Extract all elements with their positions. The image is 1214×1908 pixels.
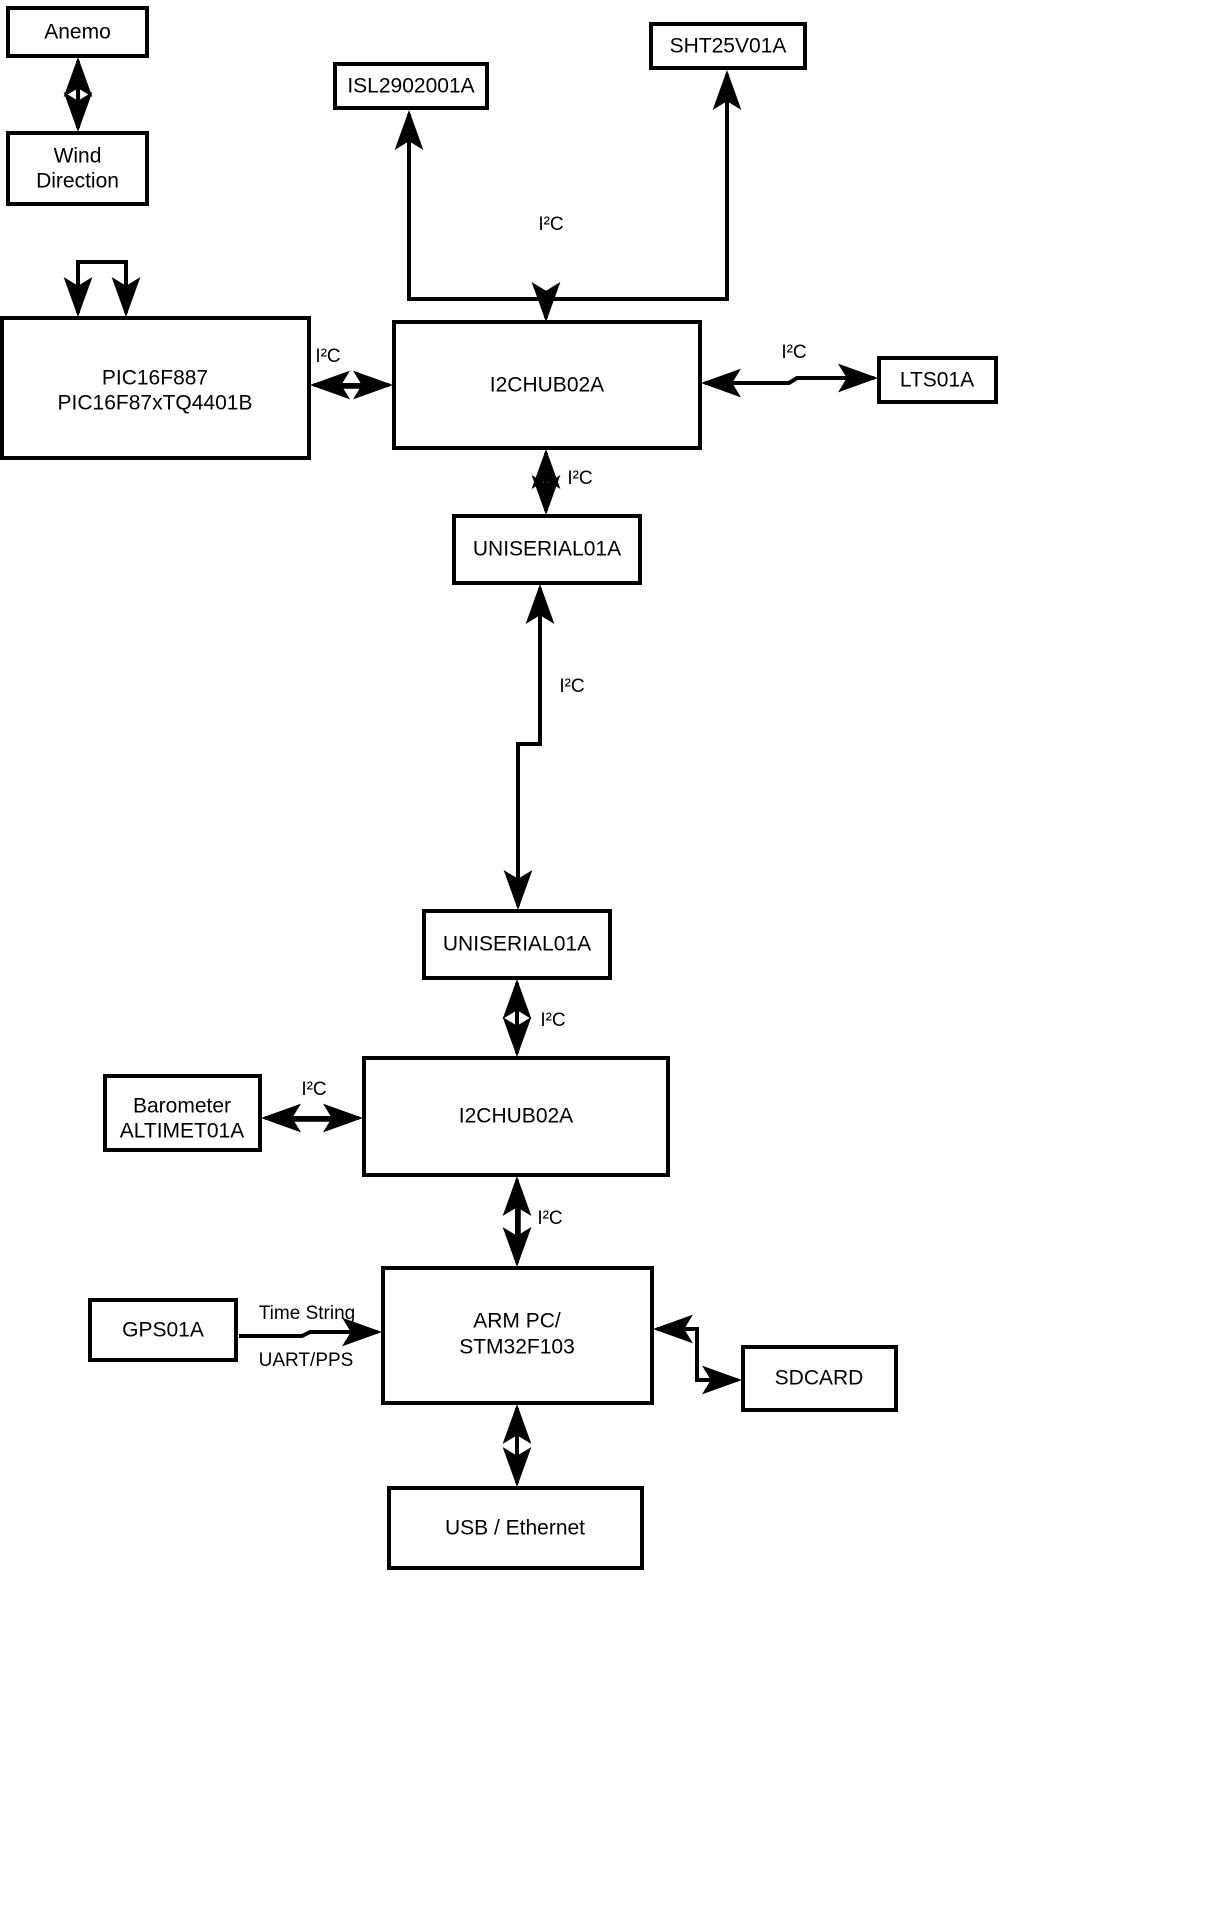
edge-label-i2c-hub-arm: I²C bbox=[537, 1208, 562, 1229]
node-sdcard[interactable]: SDCARD bbox=[741, 1345, 898, 1412]
node-i2chub02a-top-label: I2CHUB02A bbox=[490, 374, 604, 397]
edge-label-i2c-uniserial-hub: I²C bbox=[540, 1010, 565, 1031]
node-anemo-label: Anemo bbox=[44, 21, 111, 44]
edge-uniserial-uniserial bbox=[503, 584, 555, 910]
edge-label-uart-pps: UART/PPS bbox=[259, 1350, 354, 1371]
node-i2chub02a-top[interactable]: I2CHUB02A bbox=[392, 320, 702, 450]
node-wind-direction-label-2: Direction bbox=[36, 170, 119, 193]
edge-bus-i2c-top bbox=[394, 70, 742, 322]
node-isl2902001a-label: ISL2902001A bbox=[347, 75, 474, 98]
node-uniserial01a-top-label: UNISERIAL01A bbox=[473, 538, 621, 561]
edge-hub-arm bbox=[502, 1176, 532, 1267]
edge-label-i2c-hub-uniserial: I²C bbox=[567, 468, 592, 489]
node-pic16f887[interactable]: PIC16F887 PIC16F87xTQ4401B bbox=[0, 316, 311, 460]
node-arm-pc[interactable]: ARM PC/ STM32F103 bbox=[381, 1266, 654, 1405]
node-uniserial01a-bottom-label: UNISERIAL01A bbox=[443, 933, 591, 956]
edge-pic-wind bbox=[63, 260, 141, 317]
node-barometer-label-1: Barometer bbox=[133, 1095, 231, 1118]
edge-pic-hub bbox=[310, 370, 393, 400]
node-anemo[interactable]: Anemo bbox=[6, 6, 149, 58]
node-barometer-label-2: ALTIMET01A bbox=[120, 1120, 244, 1143]
node-barometer[interactable]: Barometer ALTIMET01A bbox=[103, 1074, 262, 1152]
node-pic16f887-label-2: PIC16F87xTQ4401B bbox=[58, 392, 253, 415]
node-usb-ethernet-label: USB / Ethernet bbox=[445, 1517, 585, 1540]
node-uniserial01a-top[interactable]: UNISERIAL01A bbox=[452, 514, 642, 585]
node-gps01a[interactable]: GPS01A bbox=[88, 1298, 238, 1362]
node-gps01a-label: GPS01A bbox=[122, 1319, 204, 1342]
edge-label-i2c-bus-top: I²C bbox=[538, 214, 563, 235]
edge-label-i2c-uniserial-link: I²C bbox=[559, 676, 584, 697]
edge-arm-sdcard bbox=[653, 1314, 742, 1395]
edge-label-i2c-pic-hub: I²C bbox=[315, 346, 340, 367]
node-wind-direction-label-1: Wind bbox=[54, 145, 102, 168]
edge-hub-lts bbox=[701, 363, 878, 398]
edge-label-i2c-hub-lts: I²C bbox=[781, 342, 806, 363]
node-lts01a-label: LTS01A bbox=[900, 369, 974, 392]
node-i2chub02a-bottom[interactable]: I2CHUB02A bbox=[362, 1056, 670, 1177]
edge-gps-arm bbox=[239, 1317, 382, 1347]
node-isl2902001a[interactable]: ISL2902001A bbox=[333, 62, 489, 110]
edge-barometer-hub bbox=[261, 1103, 363, 1133]
node-uniserial01a-bottom[interactable]: UNISERIAL01A bbox=[422, 909, 612, 980]
node-i2chub02a-bottom-label: I2CHUB02A bbox=[459, 1105, 573, 1128]
node-wind-direction[interactable]: Wind Direction bbox=[6, 131, 149, 206]
node-usb-ethernet[interactable]: USB / Ethernet bbox=[387, 1486, 644, 1570]
edge-label-i2c-barometer-hub: I²C bbox=[301, 1079, 326, 1100]
node-arm-pc-label-1: ARM PC/ bbox=[473, 1310, 561, 1333]
node-sdcard-label: SDCARD bbox=[775, 1367, 864, 1390]
edge-label-time-string: Time String bbox=[259, 1303, 355, 1324]
node-sht25v01a[interactable]: SHT25V01A bbox=[649, 22, 807, 70]
node-lts01a[interactable]: LTS01A bbox=[877, 356, 998, 404]
node-sht25v01a-label: SHT25V01A bbox=[670, 35, 787, 58]
node-pic16f887-label-1: PIC16F887 bbox=[102, 367, 208, 390]
node-arm-pc-label-2: STM32F103 bbox=[459, 1336, 575, 1359]
